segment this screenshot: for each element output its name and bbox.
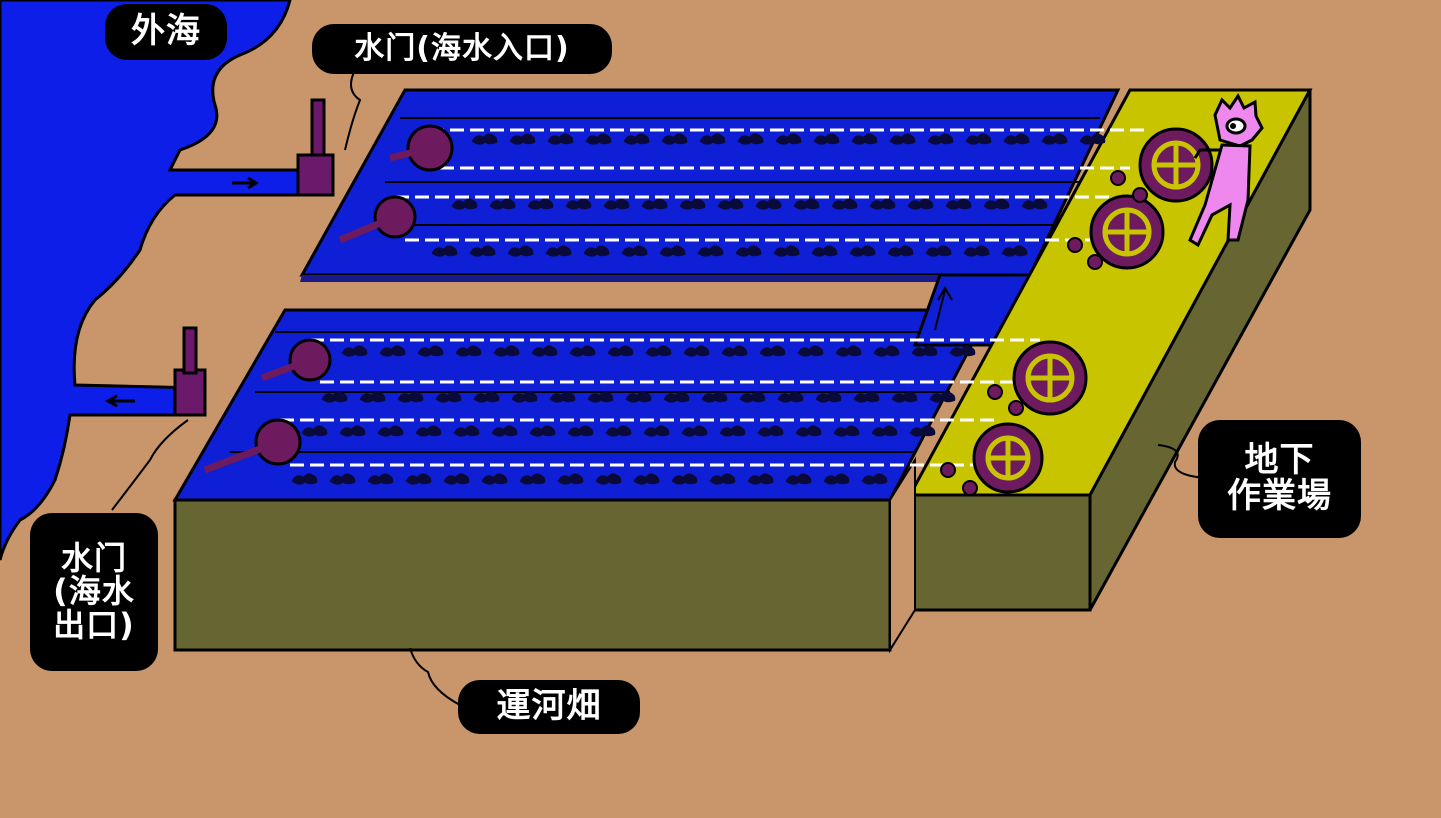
outer-sea bbox=[0, 0, 302, 561]
winch-wheels bbox=[940, 127, 1214, 496]
lower-basin bbox=[172, 308, 993, 502]
gate-outlet-label: 水门 (海水 出口) bbox=[30, 513, 158, 671]
workshop-front-wall bbox=[908, 493, 1092, 612]
canal-field-label: 運河畑 bbox=[458, 680, 640, 734]
canal-field-wall bbox=[173, 498, 892, 652]
worker-figure bbox=[1188, 93, 1264, 248]
gate-inlet-label: 水门(海水入口) bbox=[312, 24, 612, 74]
sea-gates bbox=[173, 98, 335, 417]
outflow-arrow-icon bbox=[104, 394, 135, 408]
inflow-arrow-icon bbox=[232, 176, 259, 190]
pulleys bbox=[203, 124, 454, 474]
cables bbox=[280, 128, 1150, 467]
outer-sea-label: 外海 bbox=[105, 4, 227, 60]
callout-lines bbox=[111, 69, 1206, 706]
underground-workshop-label: 地下 作業場 bbox=[1198, 420, 1361, 538]
